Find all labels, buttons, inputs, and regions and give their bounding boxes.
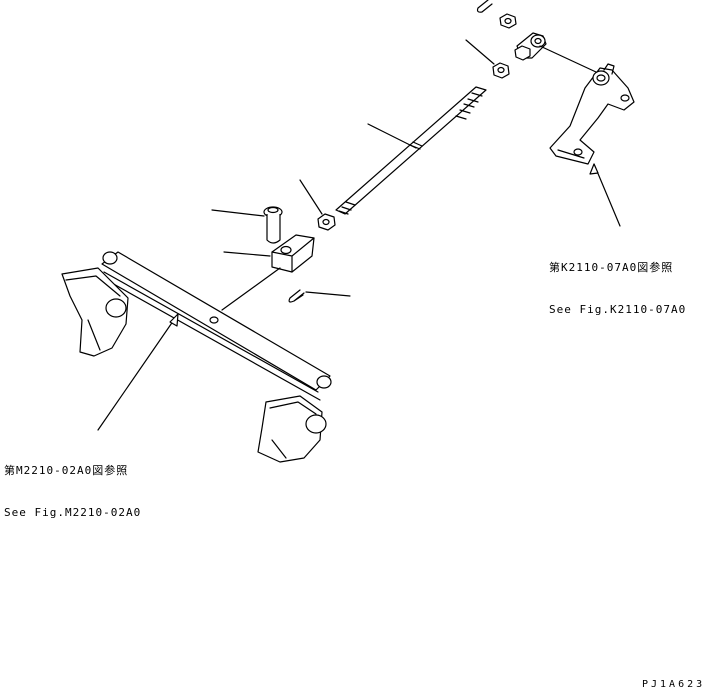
left-bracket: [61, 267, 129, 357]
lock-nut-lower: [317, 213, 336, 231]
figure-reference-k2110-en: See Fig.K2110-07A0: [549, 303, 687, 316]
figure-reference-m2210-en: See Fig.M2210-02A0: [4, 506, 142, 519]
drawing-code: PJ1A623: [642, 679, 706, 690]
lock-nut-upper: [492, 62, 510, 79]
clevis-block: [271, 234, 315, 273]
cross-shaft: [101, 251, 332, 401]
figure-reference-m2210-jp: 第M2210-02A0図参照: [4, 464, 129, 477]
leader-lines: [97, 39, 621, 431]
hex-nut-top: [499, 13, 517, 29]
right-bracket: [257, 395, 327, 463]
cotter-pin-top: [476, 0, 493, 13]
figure-reference-k2110-jp: 第K2110-07A0図参照: [549, 261, 674, 274]
cotter-pin-mid: [288, 289, 305, 303]
bellcrank-lever: [549, 63, 635, 165]
rod-end-eye: [514, 32, 547, 61]
figure-reference-m2210: 第M2210-02A0図参照 See Fig.M2210-02A0: [4, 436, 141, 534]
figure-reference-k2110: 第K2110-07A0図参照 See Fig.K2110-07A0: [549, 233, 686, 331]
threaded-rod: [335, 86, 487, 215]
clevis-pin: [263, 206, 283, 244]
